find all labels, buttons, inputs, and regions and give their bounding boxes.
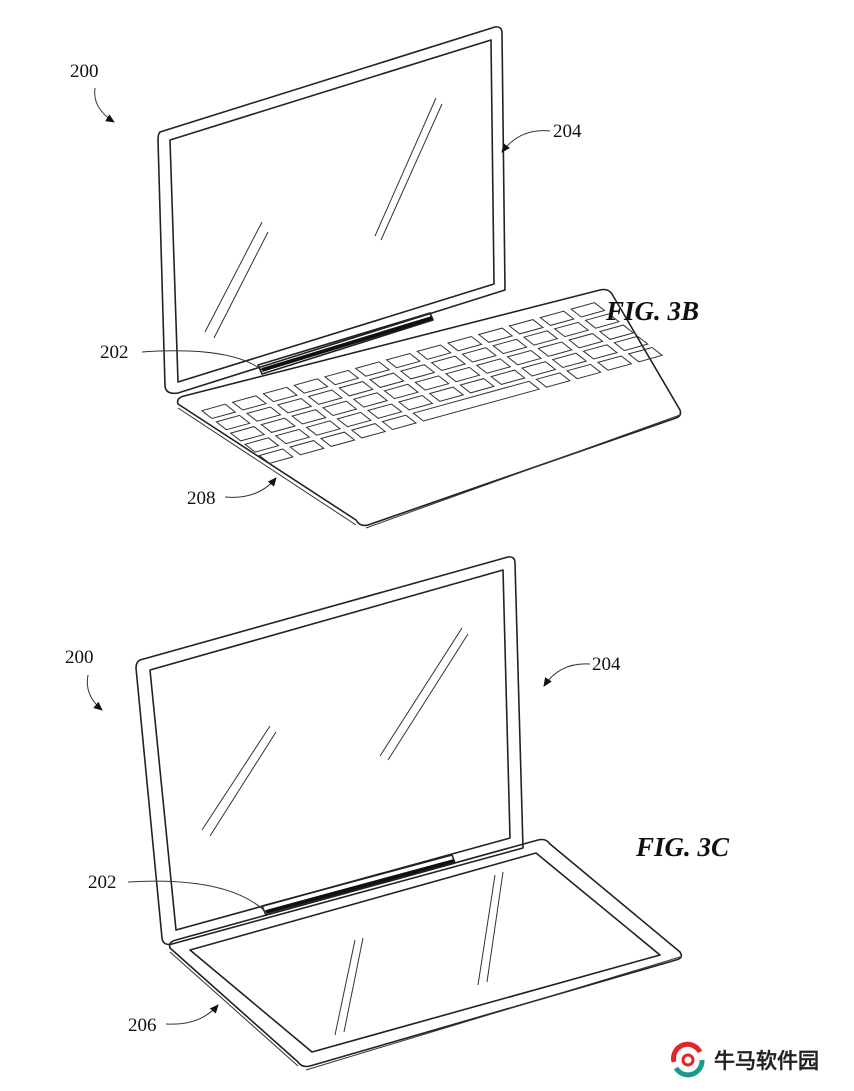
fig-3b-hinge (257, 312, 434, 375)
keyboard-key (492, 338, 528, 355)
keyboard-key (369, 372, 405, 388)
keyboard-key (582, 344, 619, 360)
keyboard-key (293, 378, 329, 394)
keyboard-key (354, 361, 391, 377)
keyboard-key (231, 395, 268, 411)
keyboard-key (367, 403, 403, 419)
keyboard-key (258, 448, 294, 464)
keyboard-key (508, 319, 545, 335)
keyboard-key (568, 333, 604, 349)
fig-3b-keyboard (200, 302, 664, 464)
keyboard-key (598, 324, 635, 340)
keyboard-key (446, 335, 483, 352)
keyboard-key (416, 344, 452, 360)
fig-3c-labels: 200 204 FIG. 3C 202 206 (65, 647, 730, 1036)
keyboard-key (520, 361, 557, 377)
leader-arrow (94, 87, 115, 123)
figure-title-3b: FIG. 3B (605, 296, 699, 326)
leader-arrow (86, 674, 103, 711)
watermark: 牛马软件园 (668, 1040, 819, 1080)
keyboard-key (613, 335, 649, 352)
ref-204-3c: 204 (592, 654, 621, 675)
keyboard-key (461, 347, 497, 363)
keyboard-key (323, 369, 360, 386)
keyboard-key (428, 386, 465, 402)
keyboard-key (553, 321, 590, 338)
fig-3c-display-lid (135, 556, 524, 946)
keyboard-key (570, 302, 606, 318)
ref-200-3c: 200 (65, 647, 94, 668)
fig-3c-laptop (135, 556, 683, 1071)
keyboard-key (412, 380, 541, 422)
keyboard-key (522, 330, 559, 346)
fig-3b-display-lid (157, 26, 506, 395)
keyboard-key (229, 426, 266, 442)
ref-202-3c: 202 (88, 872, 117, 893)
keyboard-key (535, 372, 571, 388)
watermark-logo-icon (671, 1041, 705, 1078)
keyboard-key (200, 403, 237, 420)
keyboard-key (338, 381, 374, 397)
figure-title-3c: FIG. 3C (635, 832, 730, 862)
keyboard-key (537, 341, 573, 357)
fig-3b-labels: 200 204 FIG. 3B 202 208 (70, 61, 699, 509)
keyboard-key (414, 375, 450, 391)
leader-arrow (224, 477, 277, 498)
keyboard-key (350, 423, 387, 439)
keyboard-key (477, 327, 514, 343)
keyboard-key (430, 355, 467, 372)
ref-200-3b: 200 (70, 61, 99, 82)
keyboard-key (260, 417, 296, 433)
ref-208-3b: 208 (187, 488, 216, 509)
ref-204-3b: 204 (553, 121, 582, 142)
keyboard-key (506, 349, 543, 366)
ref-206-3c: 206 (128, 1015, 157, 1036)
keyboard-key (475, 358, 512, 374)
keyboard-key (584, 313, 620, 329)
leader-arrow (501, 130, 551, 153)
keyboard-key (352, 392, 389, 408)
keyboard-key (289, 440, 325, 456)
fig-3b-base (176, 288, 682, 529)
keyboard-key (490, 369, 526, 385)
keyboard-key (399, 364, 436, 380)
leader-line (127, 880, 267, 913)
leader-arrow (543, 663, 591, 687)
watermark-text: 牛马软件园 (714, 1049, 819, 1073)
keyboard-key (215, 414, 251, 431)
leader-arrow (165, 1004, 219, 1025)
keyboard-key (539, 310, 575, 326)
fig-3c-hinge (261, 854, 456, 916)
keyboard-key (321, 400, 358, 417)
keyboard-key (381, 414, 418, 431)
keyboard-key (274, 428, 311, 445)
keyboard-key (319, 431, 356, 447)
keyboard-key (291, 409, 327, 425)
keyboard-key (596, 355, 633, 371)
keyboard-key (385, 352, 421, 369)
keyboard-key (551, 352, 588, 369)
keyboard-key (245, 406, 282, 422)
keyboard-key (459, 378, 495, 394)
keyboard-key (276, 397, 313, 414)
leader-line (141, 350, 263, 371)
keyboard-key (305, 420, 342, 436)
keyboard-key (444, 366, 481, 383)
keyboard-key (383, 383, 420, 400)
fig-3b-laptop (157, 26, 682, 529)
keyboard-key (244, 437, 280, 453)
keyboard-key (397, 394, 434, 411)
keyboard-key (627, 346, 664, 363)
keyboard-key (307, 389, 344, 405)
keyboard-key (566, 363, 602, 380)
keyboard-key (262, 386, 298, 403)
fig-3c-base-display (168, 838, 683, 1071)
ref-202-3b: 202 (100, 342, 129, 363)
keyboard-key (336, 411, 372, 428)
